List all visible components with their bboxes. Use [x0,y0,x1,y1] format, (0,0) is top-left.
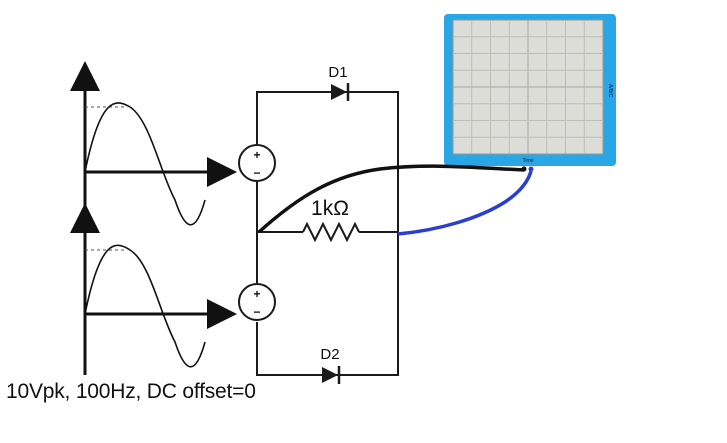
oscilloscope: A/B/C Time [444,14,616,172]
sine-wave-top [84,102,206,226]
source-top-plus: + [253,148,260,162]
scope-grid [453,20,603,154]
source-bottom-plus: + [253,287,260,301]
diode-d1-triangle [331,84,347,100]
diode-d2-label: D2 [320,346,339,363]
scope-bottom-text: Time [523,158,534,164]
signal-caption: 10Vpk, 100Hz, DC offset=0 [6,380,256,403]
scope-terminal-blue [528,166,534,172]
diode-d2: D2 [320,346,341,384]
scope-side-text: A/B/C [607,84,613,97]
diode-d1-label: D1 [328,64,347,81]
probe-lead-blue [397,170,533,236]
resistor-label: 1kΩ [311,197,349,220]
resistor-zigzag [302,221,360,243]
sine-plot-top [70,61,237,235]
source-top-circle [238,144,276,182]
probe-lead-black [257,164,525,234]
diode-d2-triangle [322,367,338,383]
voltage-source-top: + − [238,144,276,182]
source-bottom-circle [238,283,276,321]
sine-plot-bottom [70,203,237,375]
diode-d1: D1 [328,64,350,101]
resistor-1k: 1kΩ [302,197,360,243]
source-top-minus: − [253,166,260,180]
voltage-source-bottom: + − [238,283,276,321]
sine-wave-bottom [84,244,206,368]
source-bottom-minus: − [253,305,260,319]
